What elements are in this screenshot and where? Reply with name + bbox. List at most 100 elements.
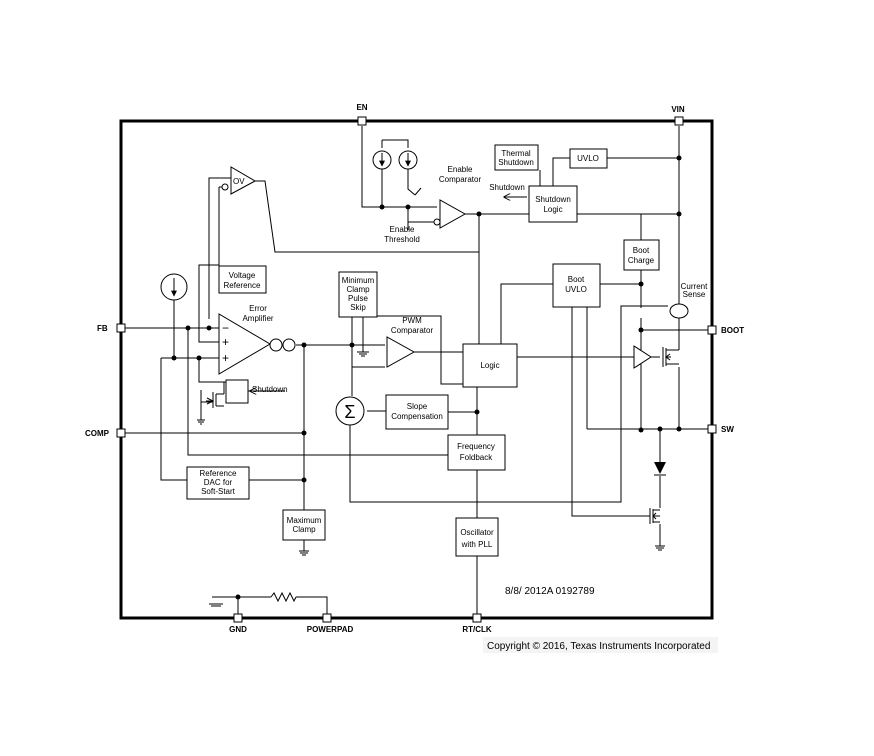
pin-powerpad (322, 613, 332, 623)
high-side-fet (633, 330, 680, 369)
pin-label-fb: FB (97, 324, 108, 333)
diode (654, 462, 666, 476)
pin-label-rtclk: RT/CLK (462, 625, 492, 634)
frequency-foldback-label-1: Frequency (457, 442, 495, 451)
enable-comparator (408, 199, 467, 229)
oscillator-box (455, 517, 499, 557)
pwm-comparator-label-1: PWM (402, 316, 422, 325)
en-current-source-2 (398, 150, 418, 170)
ov-label: OV (233, 177, 245, 186)
reference-dac-box (186, 466, 250, 500)
svg-text:+: + (222, 335, 229, 349)
pin-vin (674, 116, 684, 126)
en-current-source-1 (372, 150, 392, 170)
error-amplifier-label-2: Amplifier (242, 314, 273, 323)
pin-label-comp: COMP (85, 429, 110, 438)
min-clamp-label-1: Minimum (342, 276, 375, 285)
oscillator-label-2: with PLL (461, 540, 493, 549)
boot-charge-label-2: Charge (628, 256, 655, 265)
shutdown-switch-box (225, 379, 249, 404)
voltage-reference-label-2: Reference (224, 281, 261, 290)
pwm-comparator-label-2: Comparator (391, 326, 434, 335)
doc-code: 8/8/ 2012A 0192789 (505, 586, 595, 597)
wiring (121, 126, 712, 618)
summer-circle (335, 396, 365, 426)
enable-comparator-label-2: Comparator (439, 175, 482, 184)
pin-comp (116, 428, 126, 438)
shutdown-logic-label-2: Logic (543, 205, 562, 214)
boot-uvlo-box (552, 263, 601, 308)
pin-label-en: EN (356, 103, 367, 112)
frequency-foldback-box (447, 434, 506, 471)
boot-charge-box (623, 239, 660, 271)
uvlo-label: UVLO (577, 154, 599, 163)
fb-current-source (160, 273, 188, 301)
copyright-text: Copyright © 2016, Texas Instruments Inco… (487, 641, 710, 652)
shutdown-arrow-label: Shutdown (489, 183, 525, 192)
error-amplifier-label-1: Error (249, 304, 267, 313)
maximum-clamp-label-2: Clamp (292, 525, 316, 534)
boot-charge-label-1: Boot (633, 246, 650, 255)
min-clamp-box (338, 271, 378, 318)
thermal-shutdown-label-1: Thermal (501, 149, 531, 158)
ground-symbol (357, 351, 369, 357)
pin-label-boot: BOOT (721, 326, 744, 335)
shutdown-switch-label: Shutdown (252, 385, 288, 394)
boot-uvlo-label-2: UVLO (565, 285, 587, 294)
current-sense-coil (669, 303, 689, 319)
min-clamp-label-4: Skip (350, 303, 366, 312)
thermal-shutdown-label-2: Shutdown (498, 158, 534, 167)
oscillator-label-1: Oscillator (460, 528, 494, 537)
shutdown-fet (197, 382, 225, 425)
logic-box (462, 343, 518, 388)
current-sense-label-1: Current (681, 282, 708, 291)
slope-compensation-label-2: Compensation (391, 412, 443, 421)
pwm-comparator (386, 336, 416, 368)
ground-symbol (299, 540, 309, 556)
resistor (270, 591, 297, 603)
summer-symbol: Σ (344, 402, 355, 422)
pin-squares (116, 116, 717, 623)
maximum-clamp-box (282, 509, 326, 541)
slope-compensation-box (385, 394, 449, 430)
enable-comparator-label-1: Enable (448, 165, 473, 174)
uvlo-box (569, 148, 608, 169)
reference-dac-label-3: Soft-Start (201, 487, 236, 496)
pin-boot (707, 325, 717, 335)
pin-en (357, 116, 367, 126)
pin-label-sw: SW (721, 425, 734, 434)
reference-dac-label-2: DAC for (204, 478, 233, 487)
min-clamp-label-3: Pulse (348, 294, 369, 303)
pin-label-vin: VIN (671, 105, 685, 114)
svg-text:−: − (222, 321, 229, 335)
shutdown-logic-label-1: Shutdown (535, 195, 571, 204)
enable-threshold-label-1: Enable (390, 225, 415, 234)
error-amplifier: − + + (218, 313, 296, 375)
frequency-foldback-label-2: Foldback (460, 453, 493, 462)
logic-label: Logic (480, 361, 499, 370)
current-sense-label-2: Sense (683, 290, 706, 299)
pin-gnd (233, 613, 243, 623)
pin-rtclk (472, 613, 482, 623)
reference-dac-label-1: Reference (200, 469, 237, 478)
slope-compensation-label-1: Slope (407, 402, 428, 411)
pin-label-gnd: GND (229, 625, 247, 634)
boot-uvlo-label-1: Boot (568, 275, 585, 284)
junction-dots (171, 155, 682, 600)
min-clamp-label-2: Clamp (346, 285, 370, 294)
en-switch (414, 187, 422, 196)
chip-outline (119, 119, 714, 620)
voltage-reference-box (218, 265, 267, 294)
maximum-clamp-label-1: Maximum (287, 516, 322, 525)
thermal-shutdown-box (494, 144, 539, 171)
pin-label-powerpad: POWERPAD (307, 625, 354, 634)
enable-threshold-label-2: Threshold (384, 235, 420, 244)
pin-fb (116, 323, 126, 333)
shutdown-logic-box (528, 185, 578, 223)
voltage-reference-label-1: Voltage (229, 271, 256, 280)
pin-sw (707, 424, 717, 434)
low-side-fet (649, 508, 665, 551)
svg-text:+: + (222, 351, 229, 365)
copyright-bg (483, 637, 718, 653)
